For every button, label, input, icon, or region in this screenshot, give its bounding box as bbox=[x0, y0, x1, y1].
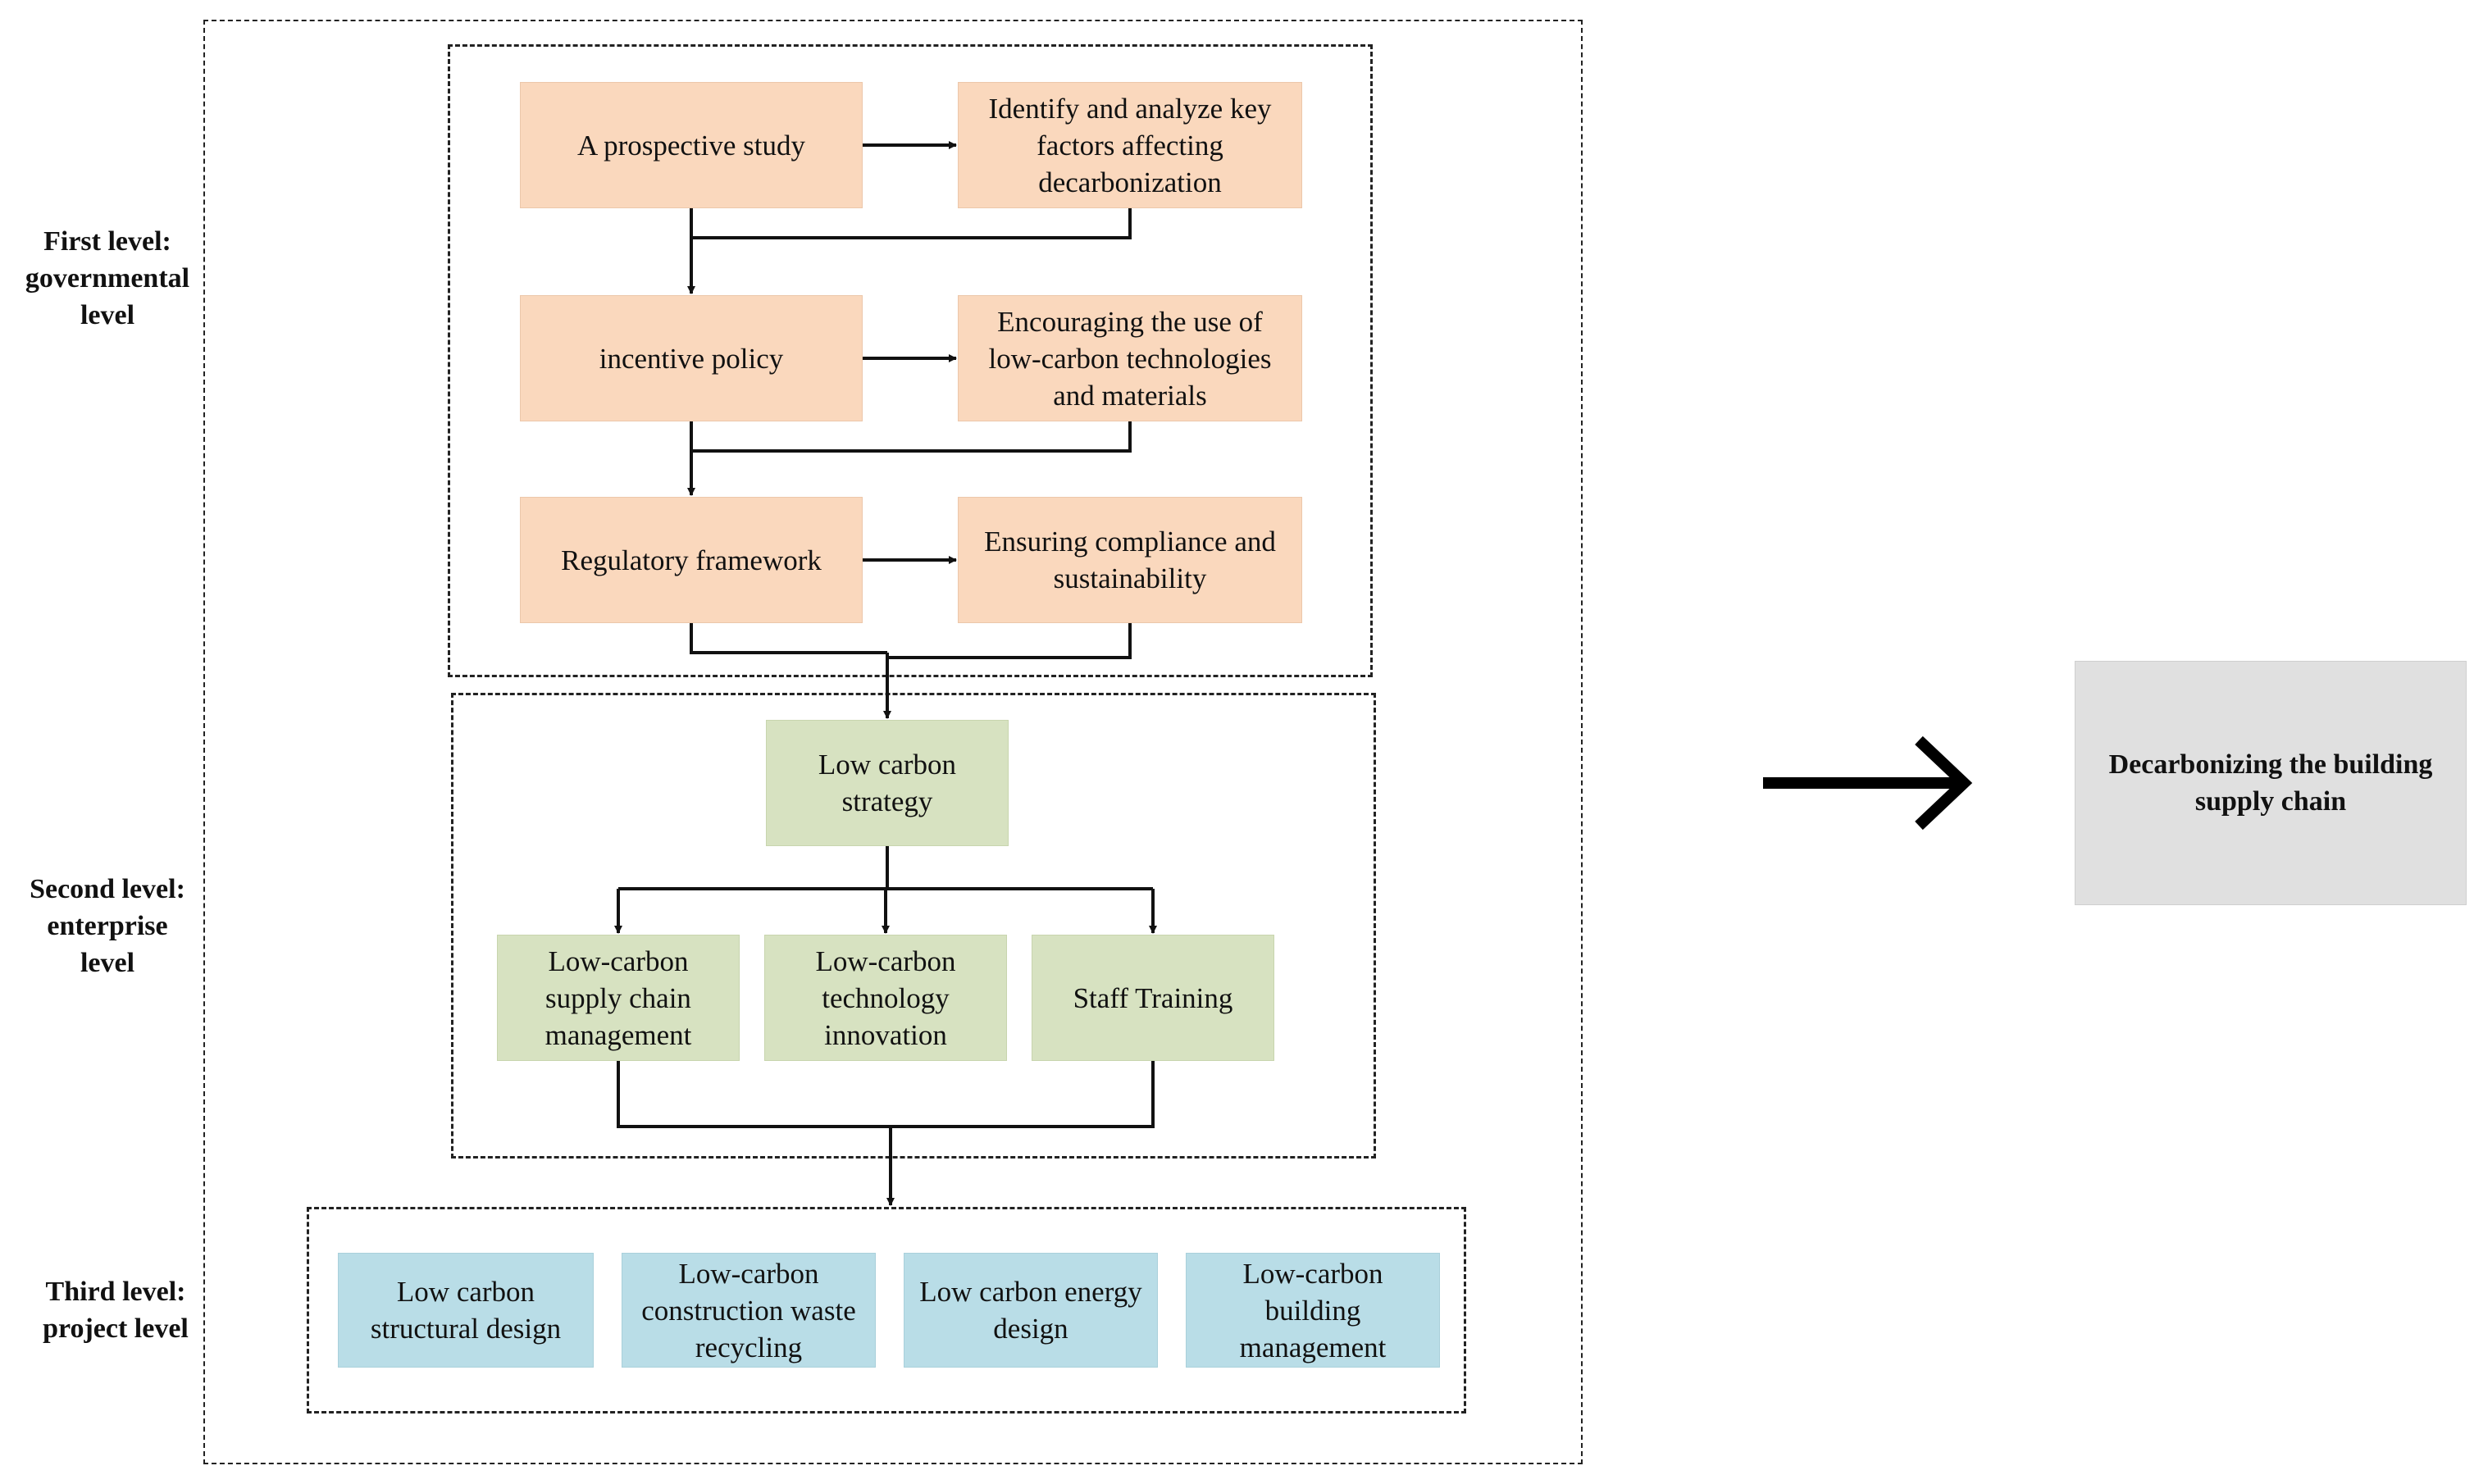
supply-chain-management-box: Low-carbon supply chain management bbox=[497, 935, 740, 1061]
third-level-text: Third level: project level bbox=[43, 1277, 189, 1344]
supply-chain-management-text: Low-carbon supply chain management bbox=[544, 945, 692, 1051]
second-level-text: Second level: enterprise level bbox=[30, 874, 185, 978]
line-compliance-join bbox=[887, 623, 1132, 659]
line-factors-join bbox=[691, 208, 1132, 239]
third-level-label: Third level: project level bbox=[8, 1273, 223, 1347]
first-level-label: First level: governmental level bbox=[0, 223, 215, 334]
prospective-study-text: A prospective study bbox=[576, 129, 806, 162]
staff-training-box: Staff Training bbox=[1032, 935, 1274, 1061]
outer-frame bbox=[203, 20, 1583, 1464]
government-level-frame bbox=[448, 44, 1373, 677]
encouraging-box: Encouraging the use of low-carbon techno… bbox=[958, 295, 1302, 421]
key-factors-box: Identify and analyze key factors affecti… bbox=[958, 82, 1302, 208]
staff-training-text: Staff Training bbox=[1073, 981, 1233, 1014]
incentive-policy-text: incentive policy bbox=[599, 342, 784, 375]
building-management-box: Low-carbon building management bbox=[1186, 1253, 1440, 1368]
outcome-text: Decarbonizing the building supply chain bbox=[2108, 749, 2433, 817]
low-carbon-strategy-text: Low carbon strategy bbox=[818, 749, 957, 817]
energy-design-text: Low carbon energy design bbox=[919, 1276, 1142, 1345]
regulatory-framework-box: Regulatory framework bbox=[520, 497, 863, 623]
first-level-text: First level: governmental level bbox=[25, 226, 190, 330]
energy-design-box: Low carbon energy design bbox=[904, 1253, 1158, 1368]
structural-design-text: Low carbon structural design bbox=[370, 1276, 562, 1345]
line-regulatory-join bbox=[690, 623, 887, 654]
structural-design-box: Low carbon structural design bbox=[338, 1253, 594, 1368]
line-merge bbox=[617, 1061, 1155, 1128]
second-level-label: Second level: enterprise level bbox=[0, 871, 215, 981]
regulatory-framework-text: Regulatory framework bbox=[561, 544, 822, 576]
compliance-box: Ensuring compliance and sustainability bbox=[958, 497, 1302, 623]
key-factors-text: Identify and analyze key factors affecti… bbox=[988, 92, 1272, 198]
compliance-text: Ensuring compliance and sustainability bbox=[984, 526, 1276, 594]
outcome-box: Decarbonizing the building supply chain bbox=[2075, 661, 2467, 905]
waste-recycling-box: Low-carbon construction waste recycling bbox=[622, 1253, 876, 1368]
low-carbon-strategy-box: Low carbon strategy bbox=[766, 720, 1009, 846]
project-level-frame bbox=[307, 1207, 1466, 1413]
waste-recycling-text: Low-carbon construction waste recycling bbox=[641, 1257, 856, 1363]
technology-innovation-text: Low-carbon technology innovation bbox=[815, 945, 956, 1051]
big-arrow-icon bbox=[1763, 735, 1973, 831]
technology-innovation-box: Low-carbon technology innovation bbox=[764, 935, 1007, 1061]
building-management-text: Low-carbon building management bbox=[1239, 1257, 1387, 1363]
prospective-study-box: A prospective study bbox=[520, 82, 863, 208]
line-encouraging-join bbox=[691, 421, 1132, 453]
enterprise-level-frame bbox=[451, 693, 1376, 1159]
encouraging-text: Encouraging the use of low-carbon techno… bbox=[988, 305, 1272, 412]
incentive-policy-box: incentive policy bbox=[520, 295, 863, 421]
